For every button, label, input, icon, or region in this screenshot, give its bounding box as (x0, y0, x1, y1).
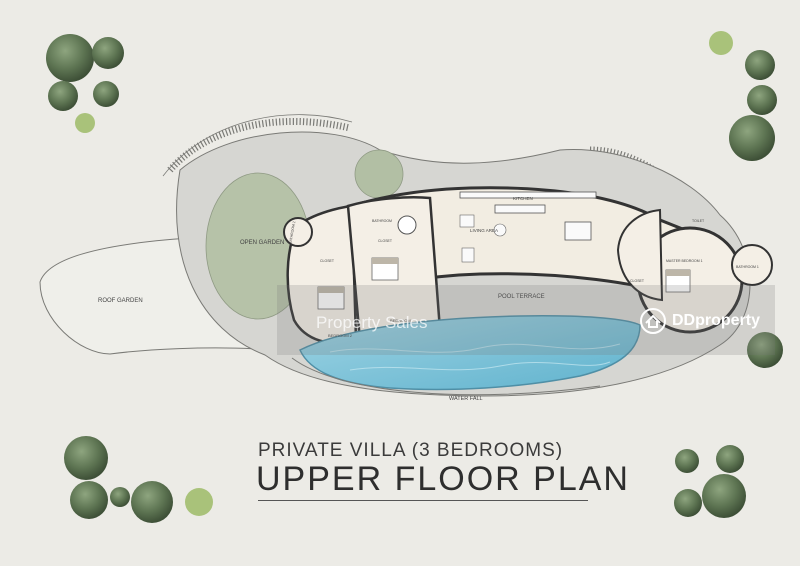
garden-tree-circle (354, 149, 404, 199)
label-kitchen: KITCHEN (513, 196, 533, 201)
bathroom-1-pod (731, 244, 773, 286)
label-bathroom-1: BATHROOM 1 (736, 265, 759, 269)
watermark-band (277, 285, 775, 355)
label-bathroom-2: BATHROOM 2 (288, 221, 296, 244)
label-bedroom-2: BEDROOM 2 (328, 333, 353, 338)
label-water-fall: WATER FALL (449, 396, 483, 402)
label-closet-b: CLOSET (378, 239, 393, 243)
label-toilet: TOILET (692, 219, 705, 223)
ddproperty-watermark: DDproperty (640, 308, 760, 334)
stair-arc-left (167, 117, 351, 173)
waterfall-edge (291, 357, 601, 396)
plan-subtitle: PRIVATE VILLA (3 BEDROOMS) (258, 440, 564, 461)
label-closet-c: CLOSET (630, 279, 645, 283)
tree-cluster-top-left (46, 34, 124, 133)
watermark-property-sales: Property Sales (316, 313, 428, 332)
label-living-area: LIVING AREA (470, 228, 498, 233)
ddproperty-brand-text: DDproperty (672, 312, 761, 329)
tree-cluster-bottom-left (64, 436, 213, 523)
label-master-bedroom: MASTER BEDROOM 1 (666, 259, 703, 263)
label-open-garden: OPEN GARDEN (240, 240, 284, 246)
plan-title: UPPER FLOOR PLAN (256, 460, 630, 498)
label-bathroom-3: BATHROOM (372, 219, 392, 223)
label-pool-terrace: POOL TERRACE (498, 294, 545, 300)
label-bedroom-3: BEDROOM (390, 318, 411, 323)
swimming-pool (299, 315, 641, 391)
title-underline (258, 500, 588, 501)
tree-cluster-bottom-right (674, 332, 783, 518)
ddproperty-logo-icon (640, 308, 666, 334)
stair-arc-right (589, 146, 683, 198)
tree-cluster-top-right (709, 31, 777, 161)
label-closet-a: CLOSET (320, 259, 335, 263)
label-roof-garden: ROOF GARDEN (98, 298, 143, 304)
